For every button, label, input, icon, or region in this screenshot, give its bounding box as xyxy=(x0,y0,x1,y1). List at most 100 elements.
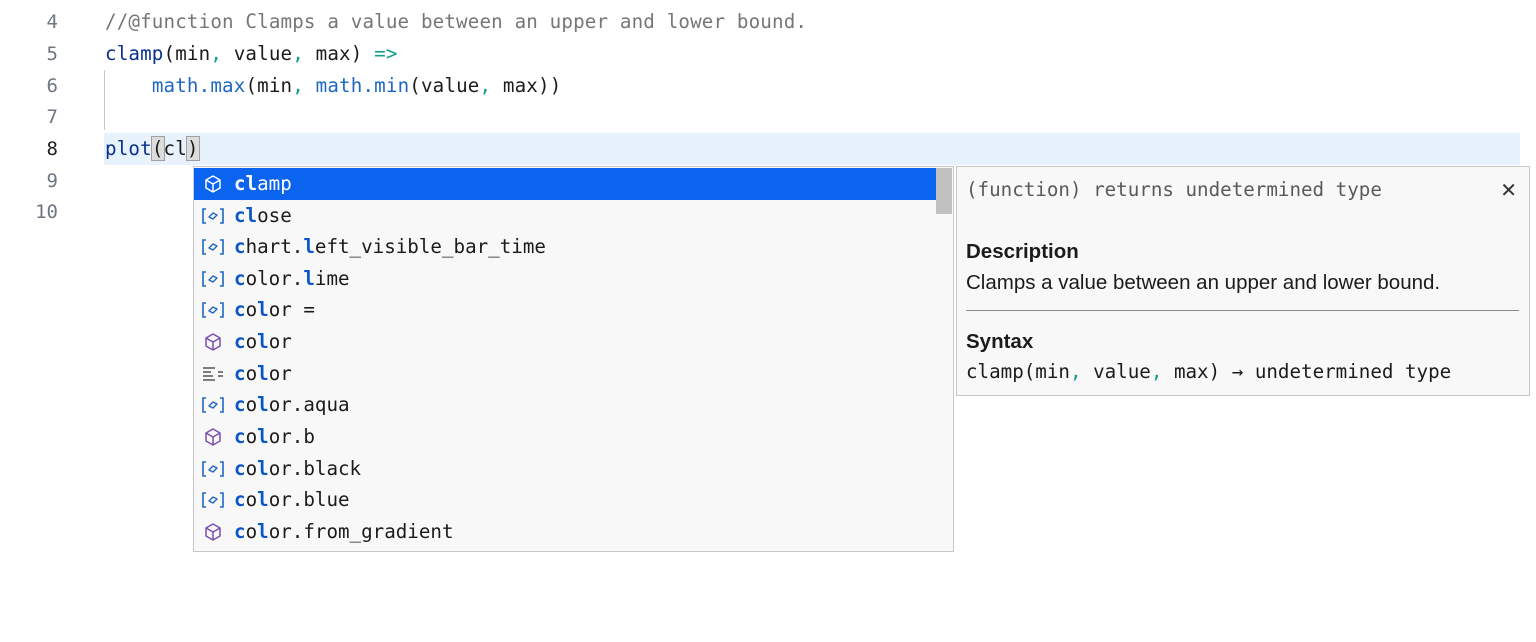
code-token: , xyxy=(1069,360,1082,383)
close-icon[interactable]: ✕ xyxy=(1500,178,1517,202)
suggestion-item[interactable]: color xyxy=(194,358,936,390)
suggestion-label: or.aqua xyxy=(268,393,350,416)
variable-icon xyxy=(200,298,226,322)
suggestion-label: or.from_gradient xyxy=(268,520,454,543)
code-token: , xyxy=(292,74,304,97)
suggestion-item[interactable]: color.from_gradient xyxy=(194,516,936,548)
match-highlight: c xyxy=(234,520,246,543)
suggestion-item[interactable]: color.lime xyxy=(194,263,936,295)
match-highlight: cl xyxy=(234,204,258,227)
variable-icon xyxy=(200,488,226,512)
code-token: max) xyxy=(303,42,375,65)
syntax-code: clamp(min, value, max) → undetermined ty… xyxy=(966,357,1451,387)
match-highlight: c xyxy=(234,393,246,416)
variable-icon xyxy=(200,235,226,259)
matching-bracket: ) xyxy=(185,136,200,161)
namespace-icon xyxy=(200,362,226,386)
match-highlight: c xyxy=(234,362,246,385)
suggestion-label: olor. xyxy=(245,267,304,290)
code-token: math.max xyxy=(151,74,246,97)
matching-bracket: ( xyxy=(150,136,165,161)
details-signature: (function) returns undetermined type xyxy=(966,178,1382,201)
line-number: 5 xyxy=(46,43,58,65)
suggestion-label: or.blue xyxy=(268,488,350,511)
code-editor[interactable]: 4 5 6 7 8 9 10 //@function Clamps a valu… xyxy=(0,0,1536,566)
typed-text: cl xyxy=(163,137,187,160)
function-cube-icon xyxy=(200,425,226,449)
code-token: (min xyxy=(245,74,293,97)
code-line-4[interactable]: //@function Clamps a value between an up… xyxy=(105,10,808,33)
line-number: 9 xyxy=(46,170,58,192)
description-heading: Description xyxy=(966,240,1079,263)
suggestion-label: or xyxy=(268,362,292,385)
suggestion-label: eft_visible_bar_time xyxy=(314,235,546,258)
divider xyxy=(966,310,1519,311)
description-text: Clamps a value between an upper and lowe… xyxy=(966,271,1441,294)
code-token: clamp(min xyxy=(966,360,1070,383)
suggestion-item[interactable]: color xyxy=(194,326,936,358)
code-token: value xyxy=(222,42,293,65)
line-number-current: 8 xyxy=(46,138,58,160)
variable-icon xyxy=(200,457,226,481)
code-token: (min xyxy=(163,42,211,65)
code-token xyxy=(304,74,316,97)
suggestion-label: or = xyxy=(268,298,315,321)
match-highlight: l xyxy=(303,267,315,290)
match-highlight: l xyxy=(303,235,315,258)
arrow-operator: => xyxy=(374,42,398,65)
function-cube-icon xyxy=(200,172,226,196)
suggestion-label: or.black xyxy=(268,457,362,480)
suggestion-label: or xyxy=(268,330,292,353)
variable-icon xyxy=(200,267,226,291)
match-highlight: c xyxy=(234,298,246,321)
code-token: (value xyxy=(409,74,480,97)
suggestion-item[interactable]: color.black xyxy=(194,453,936,485)
suggestion-label: or.b xyxy=(268,425,315,448)
line-number: 10 xyxy=(35,201,58,223)
match-highlight: c xyxy=(234,488,246,511)
code-token: max) → undetermined type xyxy=(1162,360,1452,383)
code-token: math.min xyxy=(315,74,410,97)
suggestion-list[interactable]: clamp close chart.left_visible_bar_time … xyxy=(193,166,954,552)
suggestion-item[interactable]: close xyxy=(194,200,936,232)
suggestion-details-panel: (function) returns undetermined type ✕ D… xyxy=(956,166,1530,396)
suggestion-label: ose xyxy=(257,204,292,227)
code-token: , xyxy=(210,42,223,65)
suggestion-label: ime xyxy=(314,267,350,290)
indent-guide xyxy=(104,70,105,130)
suggestion-label: hart. xyxy=(245,235,304,258)
function-cube-icon xyxy=(200,330,226,354)
syntax-heading: Syntax xyxy=(966,330,1034,353)
match-highlight: c xyxy=(234,330,246,353)
code-line-8[interactable]: plot(cl) xyxy=(105,133,200,165)
variable-icon xyxy=(200,393,226,417)
function-name: clamp xyxy=(105,42,164,65)
scrollbar-thumb[interactable] xyxy=(936,168,952,214)
suggestion-item[interactable]: color.b xyxy=(194,421,936,453)
code-token: value xyxy=(1081,360,1151,383)
code-line-6[interactable]: math.max(min, math.min(value, max)) xyxy=(105,70,561,102)
line-number: 6 xyxy=(46,75,58,97)
line-number: 4 xyxy=(46,11,58,33)
match-highlight: c xyxy=(234,457,246,480)
code-token: max)) xyxy=(491,74,562,97)
current-line-highlight xyxy=(104,133,1520,165)
indent xyxy=(105,74,152,97)
code-line-5[interactable]: clamp(min, value, max) => xyxy=(105,38,398,70)
match-highlight: cl xyxy=(234,172,258,195)
suggestion-label: amp xyxy=(257,172,292,195)
suggestion-item[interactable]: chart.left_visible_bar_time xyxy=(194,231,936,263)
suggestion-scrollbar[interactable] xyxy=(935,167,953,551)
match-highlight: c xyxy=(234,425,246,448)
function-name: plot xyxy=(105,137,152,160)
code-token: , xyxy=(292,42,304,65)
suggestion-item[interactable]: color.aqua xyxy=(194,389,936,421)
code-token: , xyxy=(479,74,492,97)
suggestion-item[interactable]: color = xyxy=(194,294,936,326)
suggestion-item[interactable]: color.blue xyxy=(194,484,936,516)
variable-icon xyxy=(200,204,226,228)
function-cube-icon xyxy=(200,520,226,544)
line-number-gutter: 4 5 6 7 8 9 10 xyxy=(0,0,90,566)
line-number: 7 xyxy=(46,106,58,128)
suggestion-item-selected[interactable]: clamp xyxy=(194,168,936,200)
